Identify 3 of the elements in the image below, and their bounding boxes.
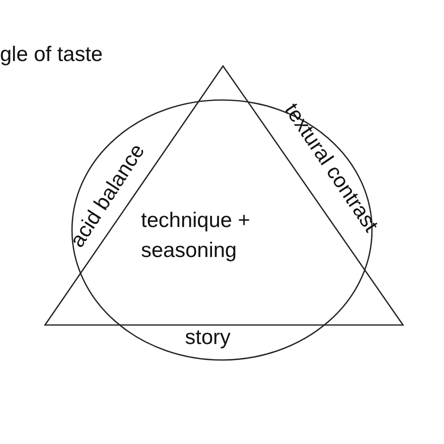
title: gle of taste	[0, 42, 103, 68]
center-label: technique + seasoning	[141, 209, 252, 264]
region-label: story	[185, 325, 231, 351]
